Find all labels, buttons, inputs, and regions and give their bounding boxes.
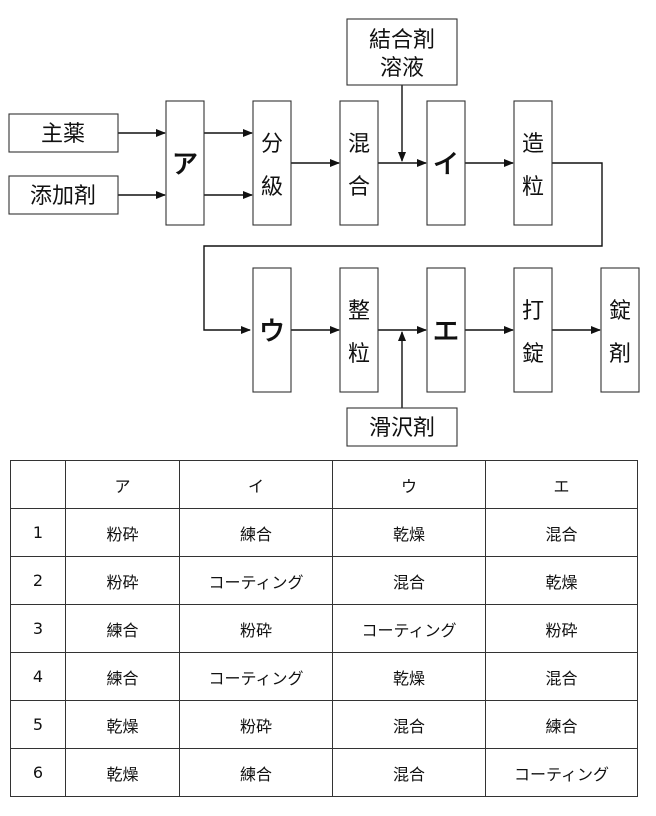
step-u: ウ bbox=[252, 267, 292, 393]
compression-char-1: 打 bbox=[522, 299, 544, 324]
classification-char-2: 級 bbox=[261, 175, 283, 200]
table-cell: 練合 bbox=[179, 508, 333, 557]
table-cell: 混合 bbox=[332, 556, 486, 605]
table-cell: 粉砕 bbox=[485, 604, 638, 653]
table-cell: 粉砕 bbox=[179, 604, 333, 653]
step-i-label: イ bbox=[433, 150, 459, 180]
table-header-cell: エ bbox=[485, 460, 638, 509]
table-cell: コーティング bbox=[179, 556, 333, 605]
step-i: イ bbox=[426, 100, 466, 226]
step-u-label: ウ bbox=[259, 317, 285, 347]
step-granulation: 造 粒 bbox=[513, 100, 553, 226]
table-cell: コーティング bbox=[332, 604, 486, 653]
step-e: エ bbox=[426, 267, 466, 393]
step-mixing: 混 合 bbox=[339, 100, 379, 226]
option-number: 6 bbox=[10, 748, 66, 797]
step-compression: 打 錠 bbox=[513, 267, 553, 393]
main-drug-label: 主薬 bbox=[41, 122, 85, 147]
table-row: 1 粉砕 練合 乾燥 混合 bbox=[10, 508, 638, 557]
tablet-char-2: 剤 bbox=[609, 342, 631, 367]
input-additive: 添加剤 bbox=[8, 175, 119, 215]
table-header-cell: ウ bbox=[332, 460, 486, 509]
arrow-granulation-to-u bbox=[203, 162, 603, 334]
classification-char-1: 分 bbox=[261, 132, 283, 157]
tablet-char-1: 錠 bbox=[609, 299, 631, 324]
table-cell: 乾燥 bbox=[65, 748, 180, 797]
table-cell: 粉砕 bbox=[65, 508, 180, 557]
table-cell: 混合 bbox=[485, 508, 638, 557]
step-e-label: エ bbox=[433, 317, 459, 347]
binder-solution-label-line2: 溶液 bbox=[380, 56, 424, 81]
step-a: ア bbox=[165, 100, 205, 226]
step-sizing: 整 粒 bbox=[339, 267, 379, 393]
process-flow-diagram: 主薬 添加剤 結合剤 溶液 滑沢剤 ア 分 級 混 合 イ 造 粒 ウ bbox=[8, 18, 640, 447]
table-cell: 混合 bbox=[332, 748, 486, 797]
table-cell: 乾燥 bbox=[65, 700, 180, 749]
option-number: 4 bbox=[10, 652, 66, 701]
table-row: 3 練合 粉砕 コーティング 粉砕 bbox=[10, 604, 638, 653]
option-number: 1 bbox=[10, 508, 66, 557]
table-cell: 混合 bbox=[485, 652, 638, 701]
table-cell: 乾燥 bbox=[332, 652, 486, 701]
input-binder-solution: 結合剤 溶液 bbox=[346, 18, 458, 86]
option-number: 3 bbox=[10, 604, 66, 653]
table-row: 2 粉砕 コーティング 混合 乾燥 bbox=[10, 556, 638, 605]
table-header-row: ア イ ウ エ bbox=[10, 460, 638, 509]
sizing-char-1: 整 bbox=[348, 299, 370, 324]
lubricant-label: 滑沢剤 bbox=[369, 416, 435, 441]
table-row: 6 乾燥 練合 混合 コーティング bbox=[10, 748, 638, 797]
compression-char-2: 錠 bbox=[522, 342, 544, 367]
input-lubricant: 滑沢剤 bbox=[346, 407, 458, 447]
table-cell: 粉砕 bbox=[179, 700, 333, 749]
table-cell: 練合 bbox=[179, 748, 333, 797]
step-a-label: ア bbox=[172, 150, 198, 180]
granulation-char-1: 造 bbox=[522, 132, 544, 157]
mixing-char-2: 合 bbox=[348, 175, 370, 200]
table-cell: 練合 bbox=[485, 700, 638, 749]
table-row: 4 練合 コーティング 乾燥 混合 bbox=[10, 652, 638, 701]
table-cell: 練合 bbox=[65, 652, 180, 701]
granulation-char-2: 粒 bbox=[522, 175, 544, 200]
binder-solution-label-line1: 結合剤 bbox=[369, 28, 435, 53]
table-header-cell: イ bbox=[179, 460, 333, 509]
sizing-char-2: 粒 bbox=[348, 342, 370, 367]
step-classification: 分 級 bbox=[252, 100, 292, 226]
table-header-cell bbox=[10, 460, 66, 509]
table-row: 5 乾燥 粉砕 混合 練合 bbox=[10, 700, 638, 749]
additive-label: 添加剤 bbox=[30, 184, 96, 209]
table-cell: 乾燥 bbox=[332, 508, 486, 557]
answer-options-table: ア イ ウ エ 1 粉砕 練合 乾燥 混合 2 粉砕 コーティング 混合 乾燥 … bbox=[10, 460, 638, 797]
step-tablet: 錠 剤 bbox=[600, 267, 640, 393]
table-cell: 練合 bbox=[65, 604, 180, 653]
input-main-drug: 主薬 bbox=[8, 113, 119, 153]
table-cell: コーティング bbox=[485, 748, 638, 797]
mixing-char-1: 混 bbox=[348, 132, 370, 157]
option-number: 5 bbox=[10, 700, 66, 749]
table-cell: 粉砕 bbox=[65, 556, 180, 605]
table-header-cell: ア bbox=[65, 460, 180, 509]
flow-arrows bbox=[118, 85, 603, 408]
table-cell: 混合 bbox=[332, 700, 486, 749]
table-cell: 乾燥 bbox=[485, 556, 638, 605]
table-cell: コーティング bbox=[179, 652, 333, 701]
option-number: 2 bbox=[10, 556, 66, 605]
